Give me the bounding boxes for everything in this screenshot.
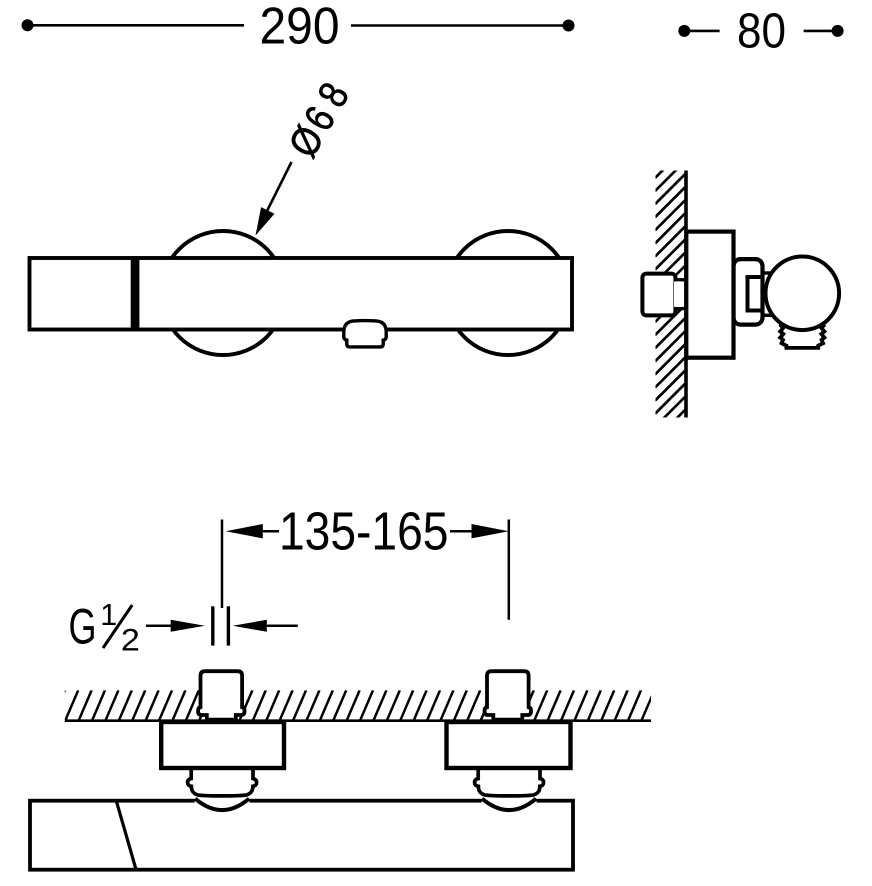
svg-text:G: G [69,598,97,655]
svg-text:290: 290 [260,0,340,56]
svg-text:80: 80 [737,3,786,58]
svg-text:2: 2 [121,622,140,658]
svg-text:135-165: 135-165 [279,502,449,562]
svg-text:1: 1 [100,598,117,632]
